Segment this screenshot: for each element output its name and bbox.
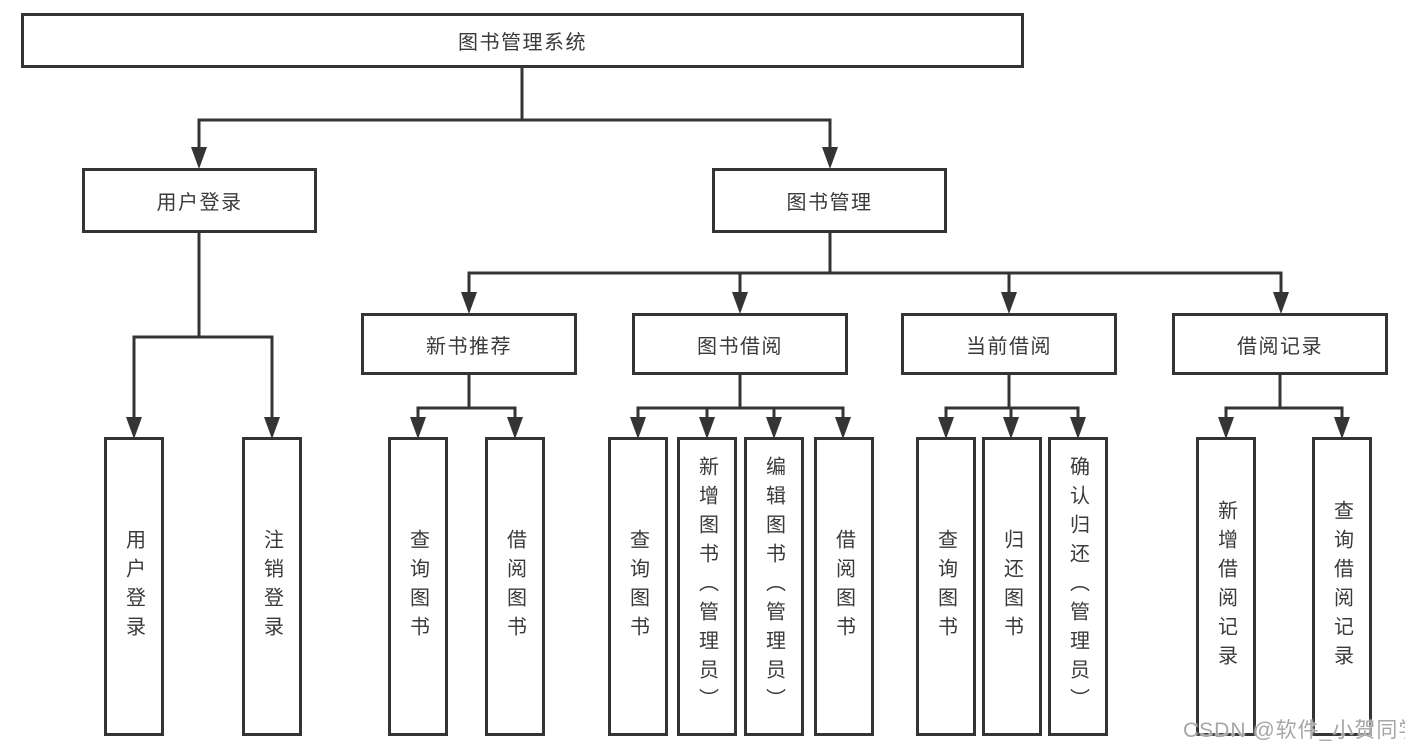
leaf-records-add-record: 新增借阅记录 bbox=[1196, 437, 1256, 736]
arrow-down-icon bbox=[822, 147, 838, 169]
csdn-watermark: CSDN @软件_小贺同学 bbox=[1183, 719, 1405, 742]
arrow-down-icon bbox=[835, 417, 851, 439]
arrow-down-icon bbox=[1273, 292, 1289, 314]
arrow-down-icon bbox=[126, 417, 142, 439]
leaf-borrowing-borrow-books: 借阅图书 bbox=[814, 437, 874, 736]
node-borrowing-records: 借阅记录 bbox=[1172, 313, 1388, 375]
arrow-down-icon bbox=[938, 417, 954, 439]
leaf-records-query-record: 查询借阅记录 bbox=[1312, 437, 1372, 736]
arrowhead-icons bbox=[126, 147, 1350, 439]
leaf-current-confirm-return: 确认归还（管理员） bbox=[1048, 437, 1108, 736]
leaf-borrowing-add-books: 新增图书（管理员） bbox=[677, 437, 737, 736]
leaf-user-login: 用户登录 bbox=[104, 437, 164, 736]
arrow-down-icon bbox=[1070, 417, 1086, 439]
leaf-borrowing-edit-books: 编辑图书（管理员） bbox=[744, 437, 804, 736]
leaf-current-return-books: 归还图书 bbox=[982, 437, 1042, 736]
leaf-recommend-query-books: 查询图书 bbox=[388, 437, 448, 736]
tree-edges bbox=[132, 68, 1344, 419]
arrow-down-icon bbox=[507, 417, 523, 439]
node-new-book-recommend: 新书推荐 bbox=[361, 313, 577, 375]
arrow-down-icon bbox=[732, 292, 748, 314]
arrow-down-icon bbox=[410, 417, 426, 439]
arrow-down-icon bbox=[766, 417, 782, 439]
arrow-down-icon bbox=[1334, 417, 1350, 439]
arrow-down-icon bbox=[1003, 417, 1019, 439]
node-current-borrowing: 当前借阅 bbox=[901, 313, 1117, 375]
arrow-down-icon bbox=[264, 417, 280, 439]
node-user-login: 用户登录 bbox=[82, 168, 317, 233]
arrow-down-icon bbox=[630, 417, 646, 439]
arrow-down-icon bbox=[461, 292, 477, 314]
arrow-down-icon bbox=[1218, 417, 1234, 439]
arrow-down-icon bbox=[1001, 292, 1017, 314]
leaf-borrowing-query-books: 查询图书 bbox=[608, 437, 668, 736]
node-book-borrowing: 图书借阅 bbox=[632, 313, 848, 375]
leaf-current-query-books: 查询图书 bbox=[916, 437, 976, 736]
node-root: 图书管理系统 bbox=[21, 13, 1024, 68]
arrow-down-icon bbox=[191, 147, 207, 169]
leaf-recommend-borrow-books: 借阅图书 bbox=[485, 437, 545, 736]
arrow-down-icon bbox=[699, 417, 715, 439]
leaf-logout: 注销登录 bbox=[242, 437, 302, 736]
node-book-management: 图书管理 bbox=[712, 168, 947, 233]
